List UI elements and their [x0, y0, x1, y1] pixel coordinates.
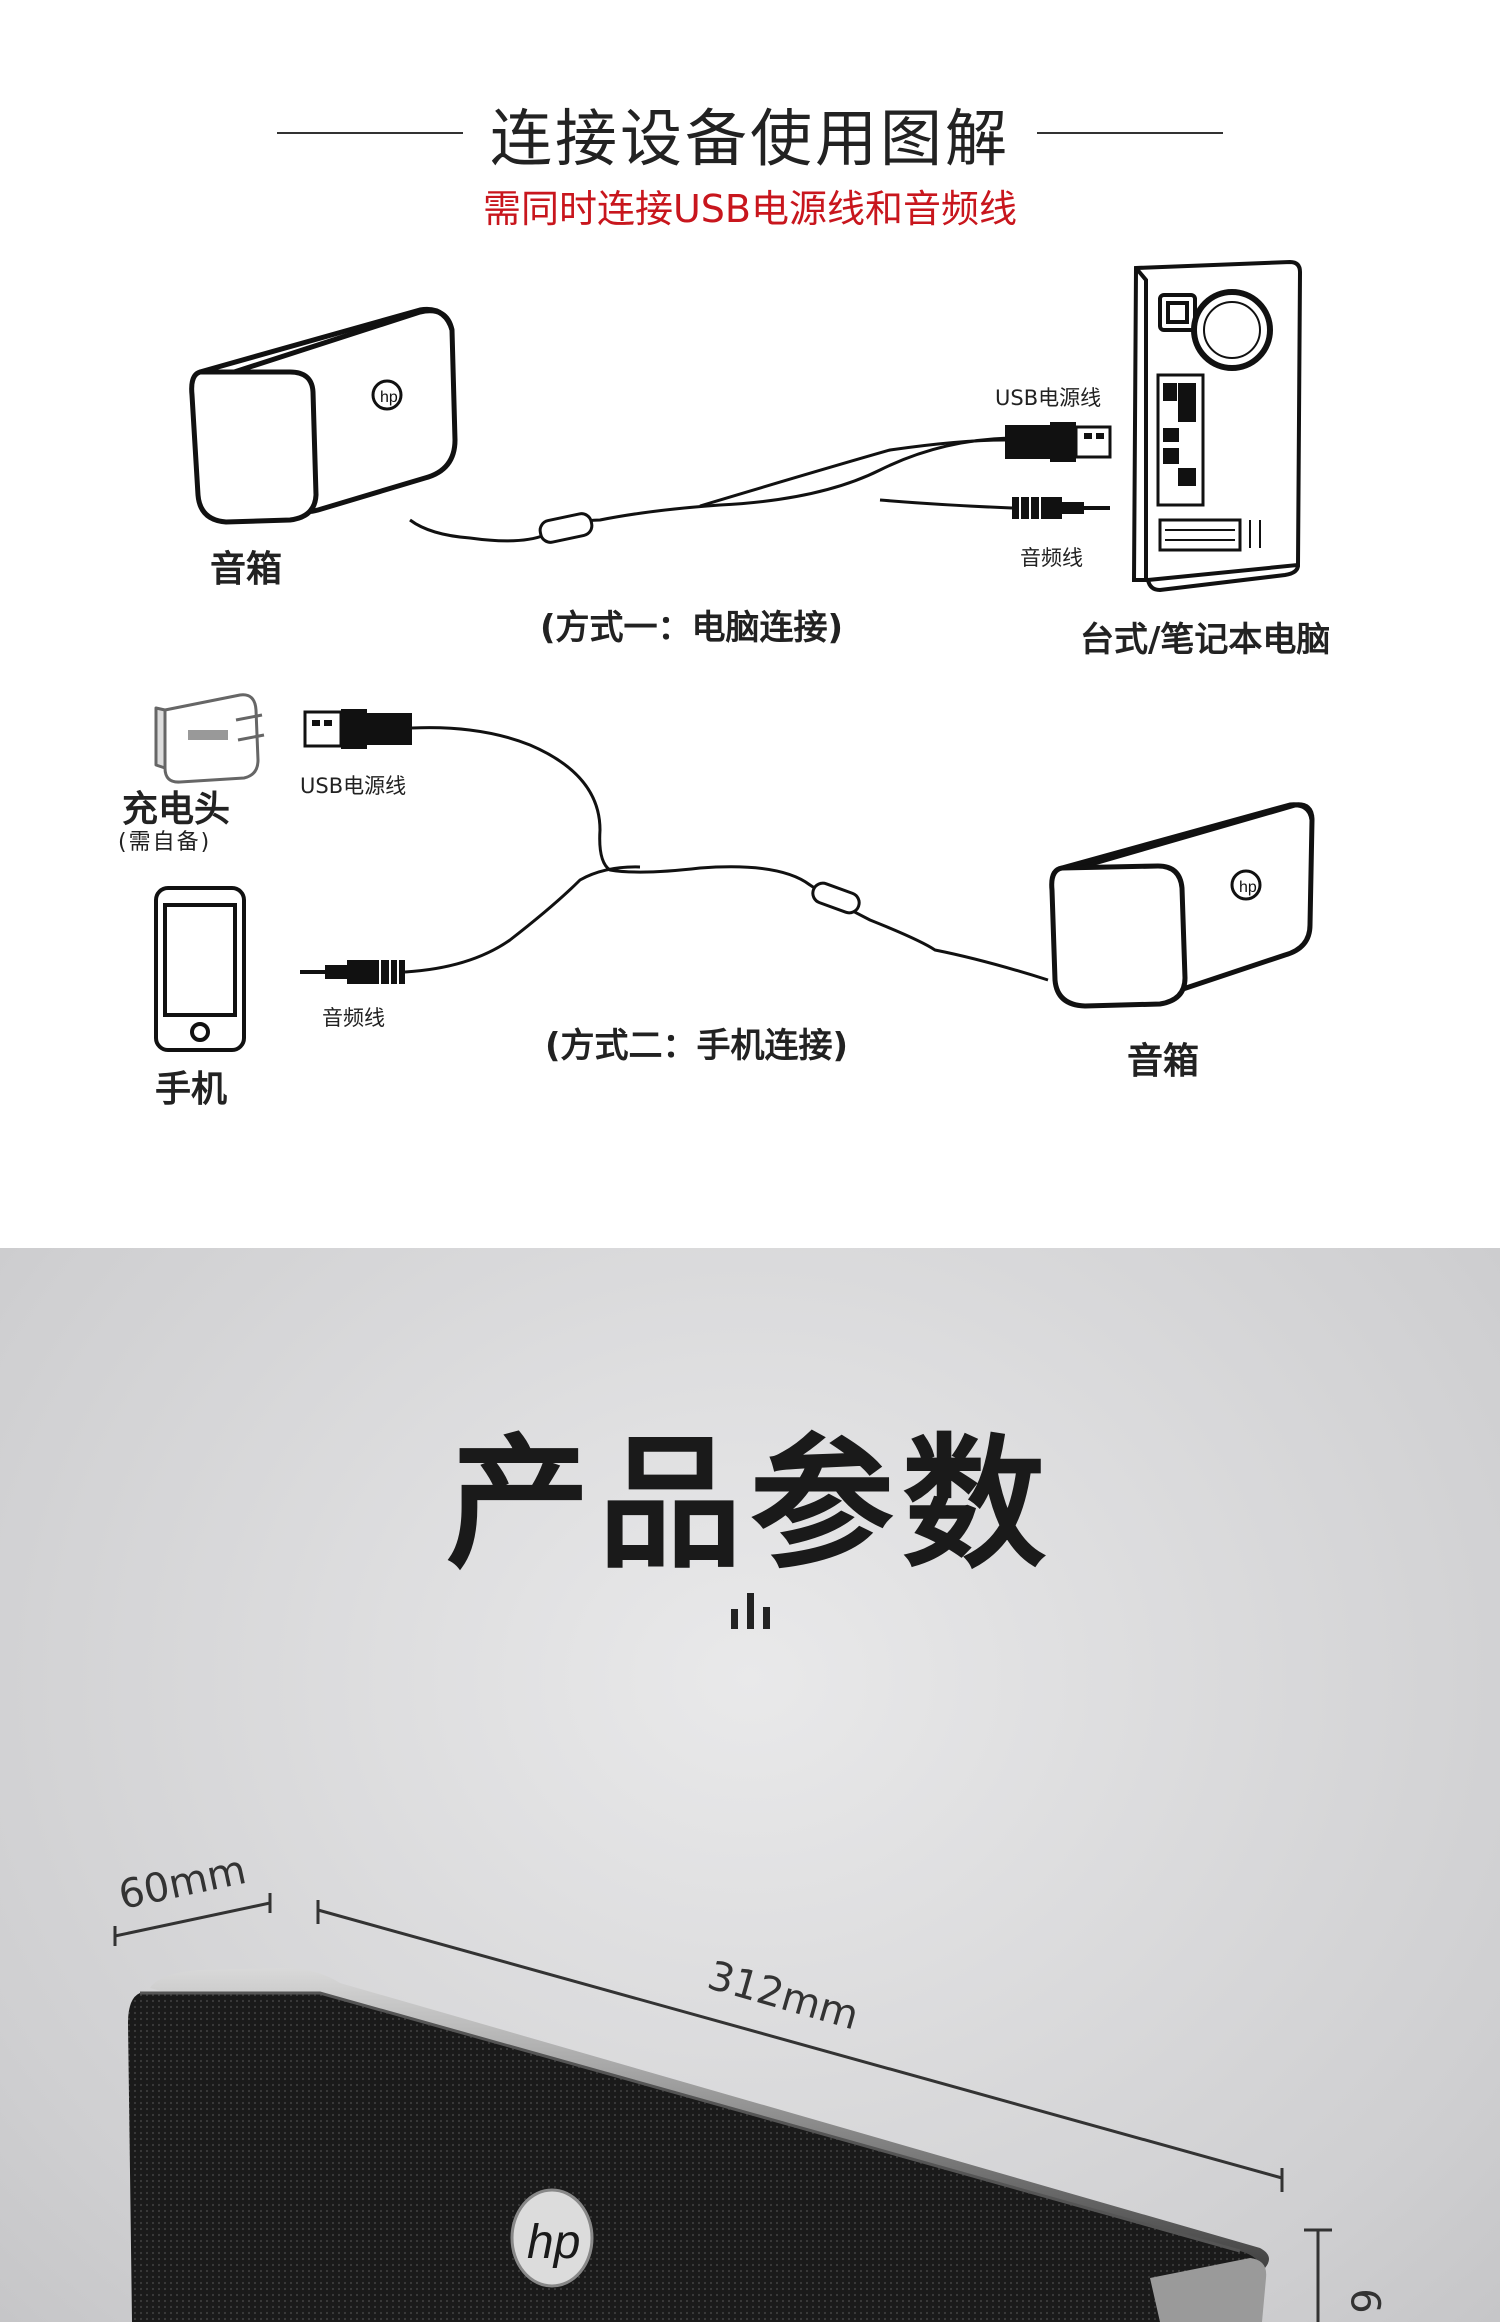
audio-cable-label-1: 音频线 — [1020, 546, 1083, 570]
height-label: 6 — [1341, 2288, 1388, 2314]
inline-control-2 — [811, 881, 861, 915]
audio-jack-icon-2 — [300, 960, 405, 984]
audio-jack-icon — [879, 497, 1110, 519]
method-one-caption: (方式一：电脑连接) — [540, 608, 844, 648]
svg-text:hp: hp — [527, 2216, 580, 2269]
usb-cable-label-2: USB电源线 — [300, 774, 407, 798]
usb-plug-icon — [1005, 422, 1112, 462]
speaker-product: hp — [128, 1968, 1269, 2322]
speaker-cable — [409, 436, 1011, 543]
hp-logo — [510, 2188, 594, 2288]
depth-dimension — [113, 1893, 272, 1946]
charger-label: 充电头 — [122, 789, 231, 830]
speaker-label-2: 音箱 — [1127, 1041, 1200, 1082]
method-two-caption: (方式二：手机连接) — [545, 1026, 849, 1066]
phone-label: 手机 — [155, 1069, 228, 1110]
title-rule-right — [1037, 132, 1223, 134]
charger-note: (需自备) — [118, 830, 212, 855]
inline-control — [538, 512, 594, 544]
phone-icon — [154, 886, 246, 1052]
page-title: 连接设备使用图解 — [489, 102, 1010, 175]
speaker-label-1: 音箱 — [210, 549, 283, 590]
usb-cable-label-1: USB电源线 — [995, 386, 1102, 410]
computer-label: 台式/笔记本电脑 — [1080, 620, 1331, 660]
audio-cable-label-2: 音频线 — [322, 1006, 385, 1030]
title-rule-left — [277, 132, 463, 134]
product-image: hp — [113, 1893, 1332, 2322]
svg-text:hp: hp — [380, 389, 398, 406]
audio-cable-2 — [404, 865, 641, 974]
product-params-section: 产品参数 — [0, 1248, 1500, 2322]
speaker-bar-icon-2: hp — [1049, 802, 1315, 1009]
usb-cable-2 — [411, 726, 1049, 982]
params-title: 产品参数 — [445, 1420, 1054, 1588]
charger-icon — [154, 693, 265, 784]
connection-diagram-section: 连接设备使用图解 需同时连接USB电源线和音频线 hp — [118, 102, 1331, 1110]
speaker-bar-icon: hp — [189, 306, 458, 525]
usb-plug-icon-2 — [303, 709, 412, 749]
connection-diagram: hp — [154, 259, 1315, 1052]
length-dimension — [316, 1900, 1284, 2192]
height-dimension — [1304, 2228, 1332, 2322]
page-subtitle: 需同时连接USB电源线和音频线 — [482, 187, 1017, 231]
desktop-tower-icon — [1131, 259, 1303, 593]
bars-icon — [731, 1593, 770, 1629]
svg-text:hp: hp — [1239, 879, 1257, 896]
